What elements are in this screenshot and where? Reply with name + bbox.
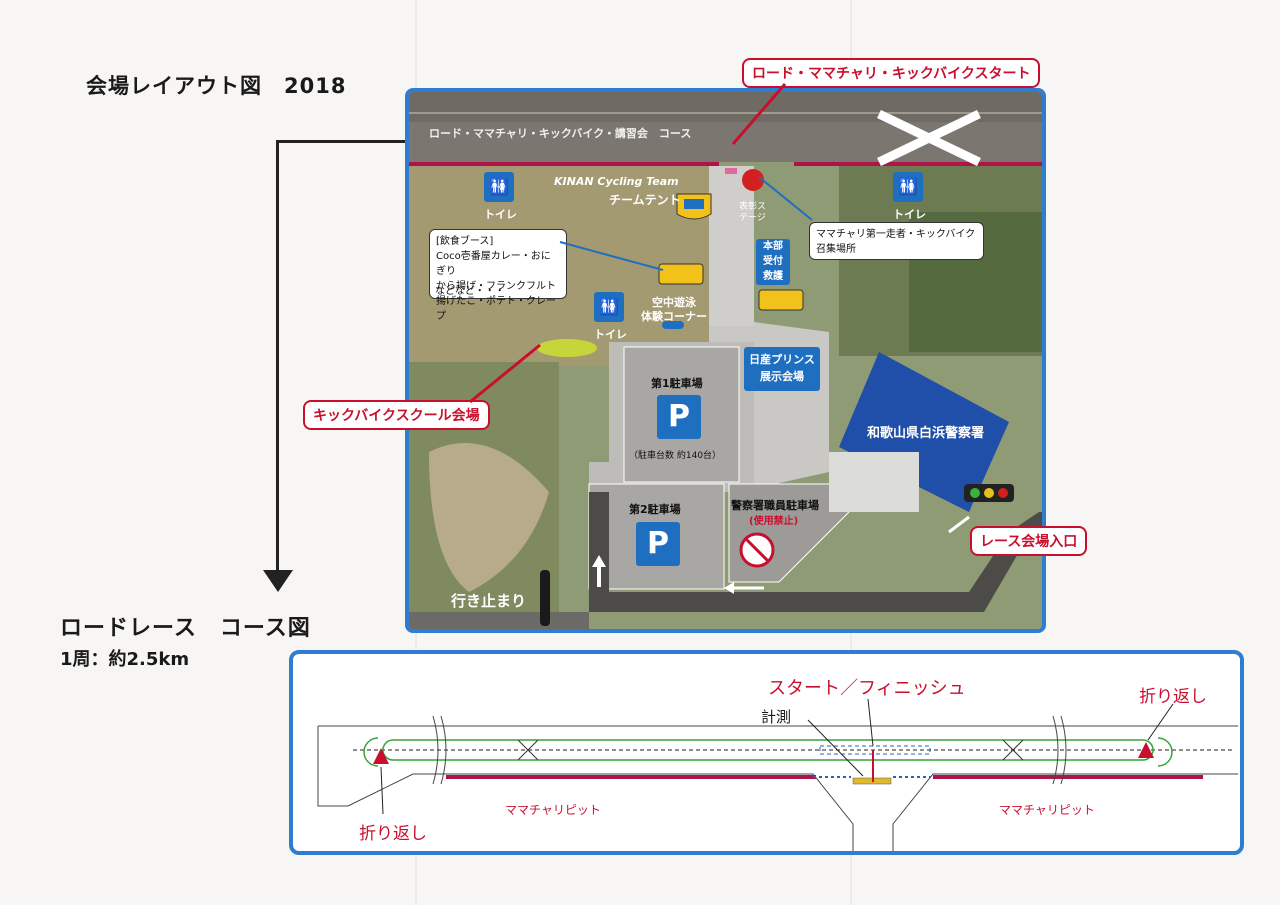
- parking1-capacity: （駐車台数 約140台）: [629, 451, 722, 461]
- start-callout: ロード・ママチャリ・キックバイクスタート: [742, 58, 1041, 88]
- start-finish-label: スタート／フィニッシュ: [768, 678, 966, 699]
- kickbike-school-callout: キックバイクスクール会場: [303, 400, 490, 430]
- toilet-icon: 🚻: [484, 172, 514, 202]
- toilet-label-center: トイレ: [594, 328, 627, 341]
- turnaround-left-label: 折り返し: [359, 824, 427, 844]
- course-map: [317, 698, 1238, 851]
- assembly-pointer: [758, 176, 813, 221]
- dead-end-label: 行き止まり: [451, 592, 527, 610]
- staff-parking-note: (使用禁止): [749, 516, 799, 527]
- flow-arrow-line-top: [276, 140, 408, 143]
- mamachari-assembly-note: ママチャリ第一走者・キックバイク 召集場所: [809, 222, 984, 260]
- food-booth-line: 揚げたこ・ポテト・クレープ: [436, 296, 556, 322]
- police-station-label: 和歌山県白浜警察署: [867, 426, 985, 441]
- flow-arrow-head: [263, 570, 293, 592]
- toilet-label-right: トイレ: [893, 208, 926, 221]
- parking2-title: 第2駐車場: [629, 503, 681, 516]
- aerial-corner-label: 空中遊泳 体験コーナー: [641, 296, 707, 323]
- timing-label: 計測: [761, 708, 792, 726]
- turnaround-right-label: 折り返し: [1139, 687, 1207, 707]
- mamachari-note-line: ママチャリ第一走者・キックバイク: [816, 229, 976, 240]
- toilet-label-left: トイレ: [484, 208, 517, 221]
- team-tent-label: チームテント: [609, 193, 681, 207]
- team-tent-name: KINAN Cycling Team: [554, 175, 679, 188]
- food-booth-line: [飲食ブース]: [436, 236, 494, 247]
- food-pointer: [559, 241, 664, 271]
- kickbike-school-pointer: [469, 343, 541, 404]
- map-background: [409, 92, 1042, 629]
- toilet-icon: 🚻: [594, 292, 624, 322]
- parking1-title: 第1駐車場: [651, 377, 703, 390]
- parking-icon: P: [657, 395, 701, 439]
- course-road-label: ロード・ママチャリ・キックバイク・講習会 コース: [429, 127, 692, 140]
- entrance-callout: レース会場入口: [970, 526, 1088, 556]
- course-distance: 1周：約2.5km: [60, 649, 190, 670]
- pit-left-label: ママチャリピット: [505, 803, 601, 817]
- mamachari-note-line: 召集場所: [816, 244, 856, 255]
- food-booth-line: などなど・・・: [435, 286, 505, 297]
- staff-parking-title: 警察署職員駐車場: [731, 499, 819, 512]
- flow-arrow-line: [276, 140, 279, 570]
- headquarters-box: 本部 受付 救護: [756, 239, 790, 285]
- pit-right-label: ママチャリピット: [999, 803, 1095, 817]
- food-booth-note: [飲食ブース] Coco壱番屋カレー・おにぎり から揚げ・フランクフルト 揚げた…: [429, 229, 567, 322]
- food-booth-line: から揚げ・フランクフルト: [436, 281, 556, 292]
- stage-label: 表彰ステージ: [739, 202, 767, 223]
- course-title: ロードレース コース図: [60, 616, 311, 641]
- parking-icon: P: [636, 522, 680, 566]
- venue-map: ロード・ママチャリ・キックバイク・講習会 コース 🚻 トイレ 🚻 トイレ 🚻 ト…: [405, 88, 1046, 633]
- nissan-exhibit-box: 日産プリンス 展示会場: [744, 347, 820, 391]
- start-callout-pointer: [731, 83, 787, 145]
- toilet-icon: 🚻: [893, 172, 923, 202]
- page-title: 会場レイアウト図 2018: [86, 74, 347, 98]
- food-booth-line: Coco壱番屋カレー・おにぎり: [436, 251, 551, 277]
- course-diagram: スタート／フィニッシュ 計測 折り返し 折り返し ママチャリピット ママチャリピ…: [289, 650, 1244, 855]
